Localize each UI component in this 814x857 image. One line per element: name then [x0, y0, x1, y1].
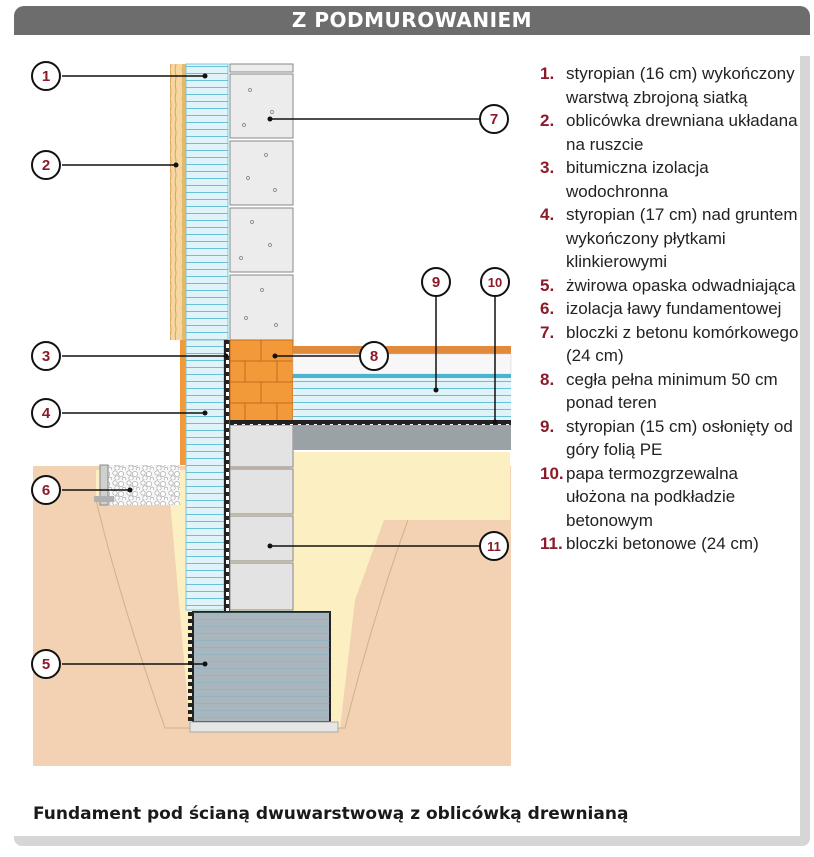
svg-text:11: 11 — [487, 539, 501, 554]
legend-item: 1. styropian (16 cm) wykończony warstwą z… — [540, 62, 800, 109]
legend-text: styropian (17 cm) nad gruntem wykończony… — [566, 205, 798, 271]
header-bar: Z PODMUROWANIEM — [14, 6, 810, 35]
legend-number: 11. — [540, 534, 563, 553]
legend-number: 4. — [540, 205, 555, 224]
floor-screed — [292, 353, 512, 375]
callout-5: 5 — [31, 649, 61, 679]
legend-number: 10. — [540, 463, 564, 483]
legend-text: żwirowa opaska odwadniająca — [566, 275, 796, 295]
frame-border-right — [800, 56, 810, 846]
callout-11: 11 — [479, 531, 509, 561]
legend-item: 2. oblicówka drewniana układana na ruszci… — [540, 109, 800, 156]
svg-text:2: 2 — [42, 157, 50, 174]
legend-text: cegła pełna minimum 50 cm ponad teren — [566, 369, 778, 413]
svg-text:3: 3 — [42, 348, 50, 365]
svg-text:4: 4 — [42, 405, 51, 422]
svg-text:9: 9 — [432, 274, 440, 291]
concrete-blocks — [229, 424, 294, 611]
legend-number: 1. — [540, 64, 555, 83]
callout-2: 2 — [31, 150, 61, 180]
svg-text:1: 1 — [42, 68, 50, 85]
callout-9: 9 — [421, 267, 451, 297]
aerated-concrete-blocks — [229, 63, 294, 341]
callout-1: 1 — [31, 61, 61, 91]
callout-8: 8 — [359, 341, 389, 371]
legend-text: bloczki betonowe (24 cm) — [566, 534, 759, 553]
legend-item: 6. izolacja ławy fundamentowej — [540, 297, 800, 321]
legend-item: 5. żwirowa opaska odwadniająca — [540, 274, 800, 298]
callout-6: 6 — [31, 475, 61, 505]
legend-number: 8. — [540, 369, 555, 389]
legend-number: 7. — [540, 322, 555, 342]
svg-text:10: 10 — [488, 275, 502, 290]
legend-text: styropian (16 cm) wykończony warstwą zbr… — [566, 64, 795, 107]
legend-text: bitumiczna izolacja wodochronna — [566, 158, 709, 201]
legend-text: papa termozgrzewalna ułożona na podkładz… — [566, 463, 738, 530]
callout-10: 10 — [480, 267, 510, 297]
legend-number: 2. — [540, 111, 555, 130]
legend-item: 4. styropian (17 cm) nad gruntem wykończo… — [540, 203, 800, 274]
legend-item: 8. cegła pełna minimum 50 cm ponad teren — [540, 368, 800, 415]
legend-text: styropian (15 cm) osłonięty od góry foli… — [566, 416, 793, 460]
figure-caption: Fundament pod ścianą dwuwarstwową z obli… — [33, 804, 629, 824]
concrete-base — [293, 425, 511, 450]
svg-text:7: 7 — [490, 111, 498, 128]
callout-4: 4 — [31, 398, 61, 428]
page-title: Z PODMUROWANIEM — [291, 8, 533, 32]
svg-text:8: 8 — [370, 348, 378, 365]
legend-number: 6. — [540, 299, 555, 318]
legend-item: 3. bitumiczna izolacja wodochronna — [540, 156, 800, 203]
frame-border-bottom — [14, 836, 810, 846]
legend-number: 3. — [540, 158, 555, 177]
callout-3: 3 — [31, 341, 61, 371]
legend-list: 1. styropian (16 cm) wykończony warstwą z… — [540, 62, 800, 556]
legend-text: bloczki z betonu komórkowego (24 cm) — [566, 322, 799, 366]
legend-item: 10.papa termozgrzewalna ułożona na podkł… — [540, 462, 800, 533]
callout-dots — [127, 73, 498, 667]
floor-finish — [293, 346, 511, 354]
callout-lines — [62, 75, 496, 665]
callout-markers: 1 2 3 4 6 5 7 8 9 10 11 — [31, 61, 510, 679]
svg-text:6: 6 — [42, 482, 50, 499]
legend-text: oblicówka drewniana układana na ruszcie — [566, 111, 798, 154]
legend-number: 5. — [540, 275, 555, 295]
legend-text: izolacja ławy fundamentowej — [566, 299, 782, 318]
legend-item: 9. styropian (15 cm) osłonięty od góry fo… — [540, 415, 800, 462]
callout-7: 7 — [479, 104, 509, 134]
solid-bricks — [229, 339, 294, 426]
legend-item: 7. bloczki z betonu komórkowego (24 cm) — [540, 321, 800, 368]
legend-number: 9. — [540, 416, 555, 436]
legend-item: 11.bloczki betonowe (24 cm) — [540, 532, 800, 556]
svg-text:5: 5 — [42, 656, 50, 673]
